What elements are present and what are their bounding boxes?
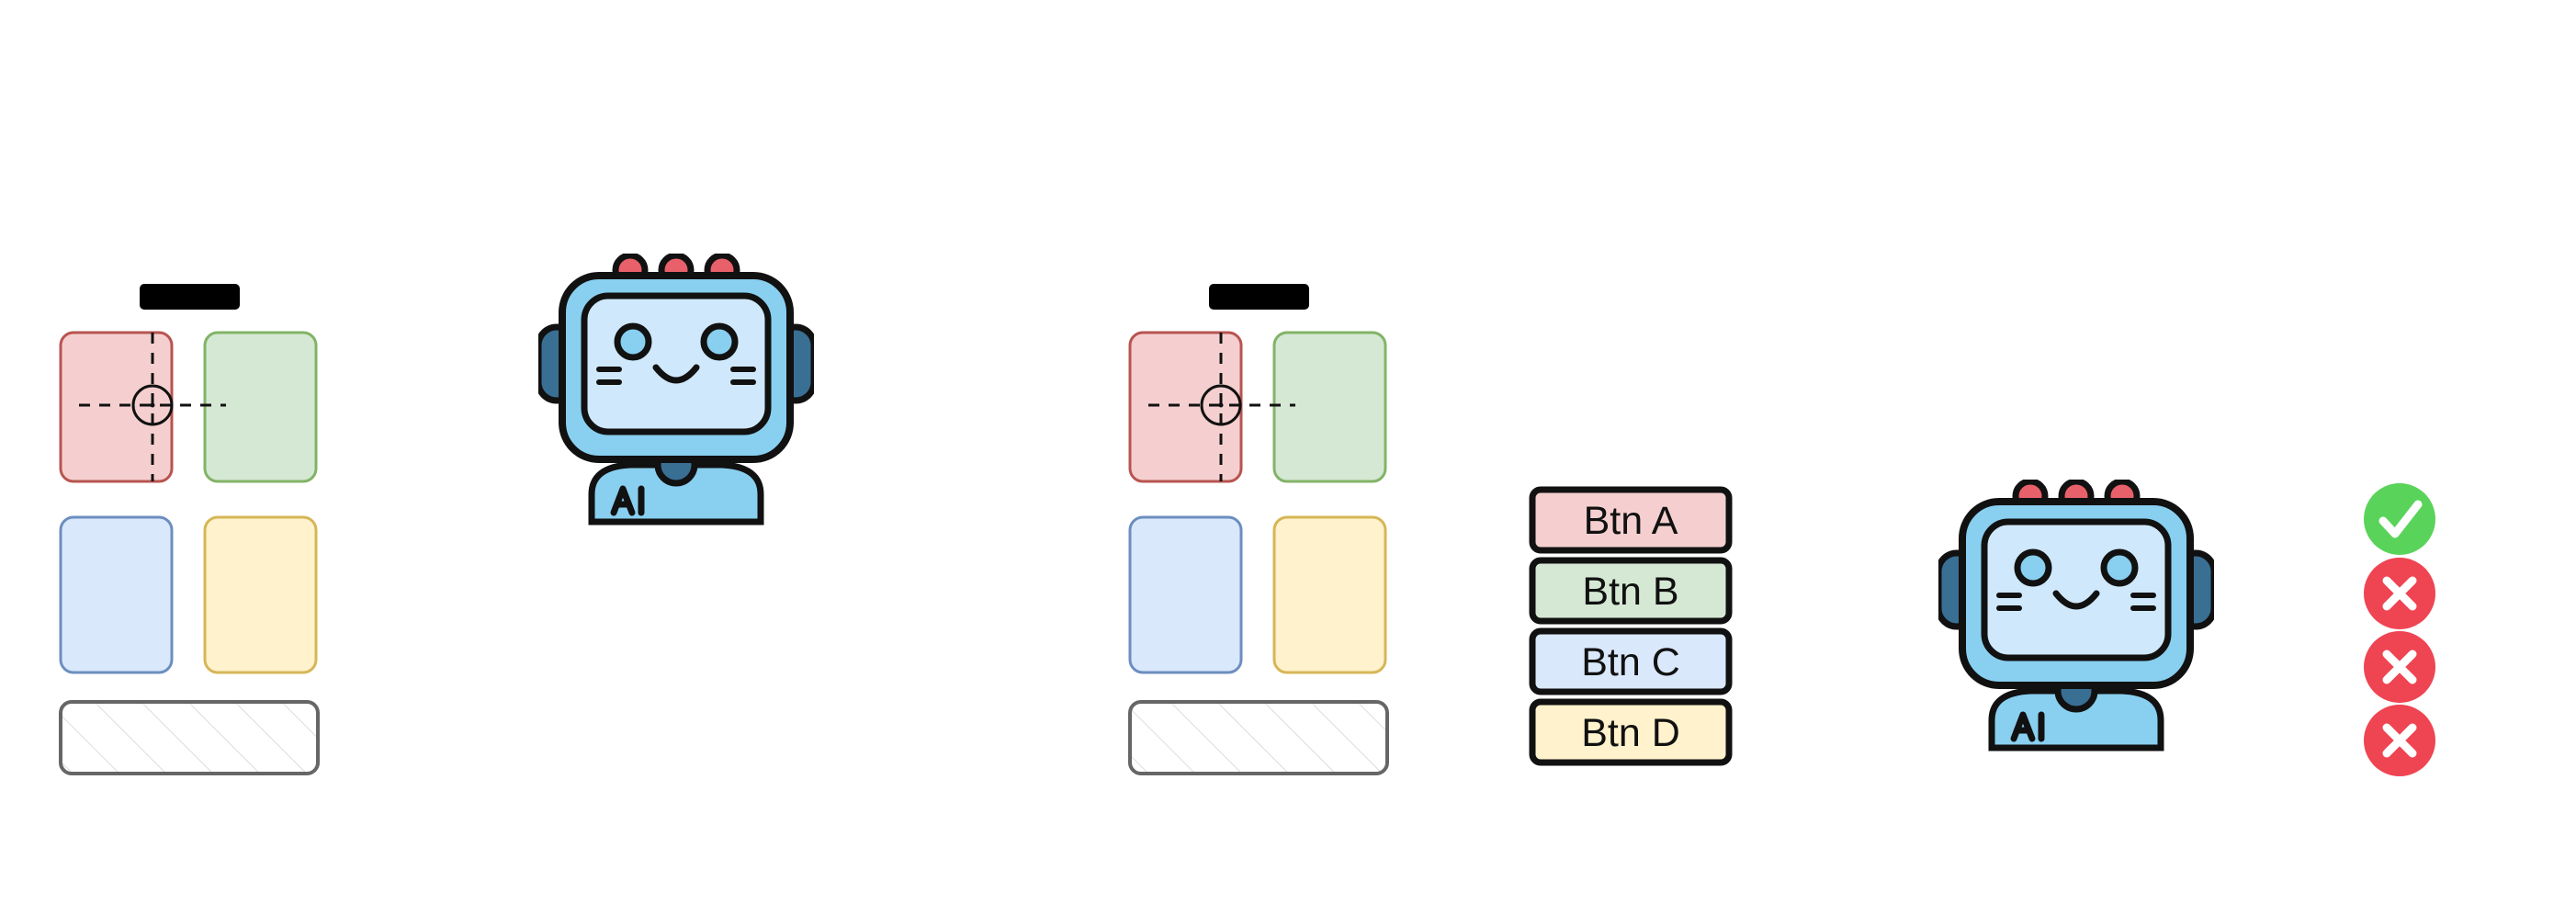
right-crosshair-icon bbox=[1148, 333, 1295, 481]
cross-icon bbox=[2364, 631, 2435, 703]
right-panel-title-bar bbox=[1209, 284, 1309, 310]
robot-icon bbox=[538, 255, 814, 522]
left-panel-title-bar bbox=[140, 284, 240, 310]
right-panel bbox=[1128, 284, 1389, 775]
btn-b-button[interactable]: Btn B bbox=[1529, 557, 1733, 625]
left-tile-yellow[interactable] bbox=[203, 515, 318, 674]
left-tile-red[interactable] bbox=[59, 331, 174, 483]
btn-a-label: Btn A bbox=[1584, 499, 1678, 543]
right-tile-blue[interactable] bbox=[1128, 515, 1243, 674]
cross-icon bbox=[2364, 705, 2435, 776]
robot-icon bbox=[1938, 481, 2214, 748]
button-stack: Btn A Btn B Btn C Btn D bbox=[1529, 486, 1733, 766]
left-tile-green[interactable] bbox=[203, 331, 318, 483]
btn-a-button[interactable]: Btn A bbox=[1529, 486, 1733, 554]
btn-d-label: Btn D bbox=[1581, 711, 1680, 755]
right-input-field[interactable] bbox=[1128, 700, 1389, 775]
left-input-field[interactable] bbox=[59, 700, 320, 775]
check-icon bbox=[2364, 483, 2435, 555]
btn-d-button[interactable]: Btn D bbox=[1529, 698, 1733, 766]
right-tile-yellow[interactable] bbox=[1272, 515, 1387, 674]
right-tile-red[interactable] bbox=[1128, 331, 1243, 483]
btn-c-button[interactable]: Btn C bbox=[1529, 627, 1733, 695]
cross-icon bbox=[2364, 558, 2435, 629]
right-tile-green[interactable] bbox=[1272, 331, 1387, 483]
left-crosshair-icon bbox=[79, 333, 226, 481]
btn-c-label: Btn C bbox=[1581, 640, 1680, 684]
btn-b-label: Btn B bbox=[1582, 570, 1678, 614]
left-tile-blue[interactable] bbox=[59, 515, 174, 674]
left-panel bbox=[59, 284, 320, 775]
result-list bbox=[2364, 483, 2435, 776]
